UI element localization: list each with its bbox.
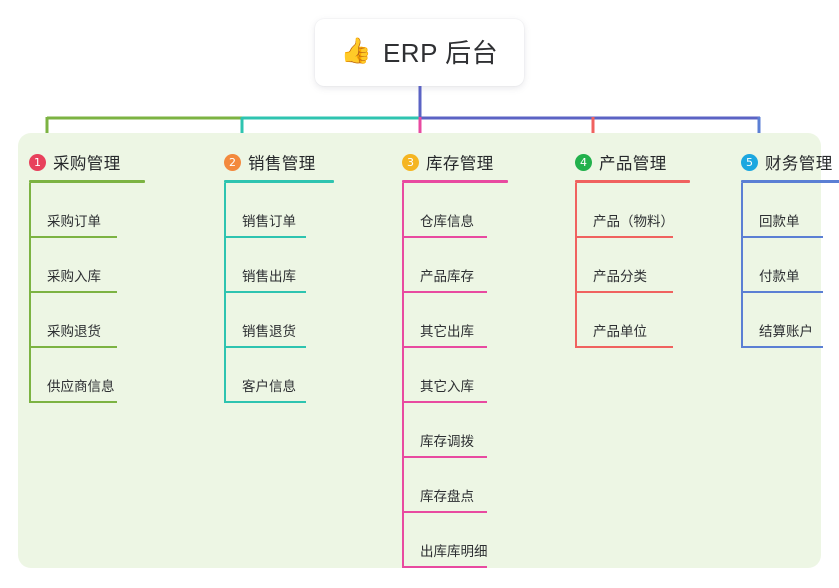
branch-item-rule xyxy=(402,566,487,568)
branch-item[interactable]: 结算账户 xyxy=(741,293,823,348)
branch-item-label: 销售退货 xyxy=(242,324,296,339)
branch-item[interactable]: 客户信息 xyxy=(224,348,306,403)
branch-column-4: 4 产品管理 产品（物料） 产品分类产品单位 xyxy=(575,150,690,348)
branch-header-3[interactable]: 3 库存管理 xyxy=(402,150,508,174)
branch-item-label: 客户信息 xyxy=(242,379,296,394)
branch-item-label: 付款单 xyxy=(759,269,800,284)
branch-header-4[interactable]: 4 产品管理 xyxy=(575,150,690,174)
branch-item-rule xyxy=(402,236,487,238)
branch-trunk-4 xyxy=(575,183,577,348)
branch-item-rule xyxy=(224,346,306,348)
branch-rule-2 xyxy=(224,180,334,183)
branch-title-2: 销售管理 xyxy=(248,155,316,173)
branch-item[interactable]: 产品库存 xyxy=(402,238,487,293)
branch-badge-1: 1 xyxy=(29,153,46,171)
branch-item-label: 出库库明细 xyxy=(420,544,488,559)
branch-item[interactable]: 出库库明细 xyxy=(402,513,488,568)
branch-item-label: 其它出库 xyxy=(420,324,474,339)
branch-column-3: 3 库存管理 仓库信息产品库存其它出库其它入库库存调拨库存盘点出库库明细 xyxy=(402,150,508,568)
branch-item-rule xyxy=(29,236,117,238)
branch-item[interactable]: 销售退货 xyxy=(224,293,306,348)
branch-item-rule xyxy=(402,291,487,293)
branch-item[interactable]: 供应商信息 xyxy=(29,348,117,403)
branch-item[interactable]: 产品（物料） xyxy=(575,183,674,238)
branch-title-5: 财务管理 xyxy=(765,155,833,173)
branch-rule-4 xyxy=(575,180,690,183)
root-title: ERP 后台 xyxy=(382,38,499,68)
branch-badge-5: 5 xyxy=(741,153,758,171)
branch-header-2[interactable]: 2 销售管理 xyxy=(224,150,334,174)
branch-title-4: 产品管理 xyxy=(599,155,667,173)
branch-item-rule xyxy=(29,291,117,293)
branch-badge-4: 4 xyxy=(575,153,592,171)
branch-item-rule xyxy=(741,236,823,238)
branch-item-label: 销售订单 xyxy=(242,214,296,229)
branch-item-label: 库存调拨 xyxy=(420,434,474,449)
branch-item-label: 产品分类 xyxy=(593,269,647,284)
branch-item[interactable]: 采购入库 xyxy=(29,238,117,293)
branch-item-rule xyxy=(741,346,823,348)
branch-item[interactable]: 其它出库 xyxy=(402,293,487,348)
branch-item[interactable]: 产品分类 xyxy=(575,238,673,293)
branch-item-rule xyxy=(402,346,487,348)
branch-item-rule xyxy=(575,346,673,348)
root-node-content: 👍 ERP 后台 xyxy=(341,33,498,70)
branch-trunk-3 xyxy=(402,183,404,568)
branch-item-rule xyxy=(575,236,673,238)
branch-column-1: 1 采购管理 采购订单采购入库采购退货供应商信息 xyxy=(29,150,145,403)
branch-item-label: 采购退货 xyxy=(47,324,101,339)
branch-item[interactable]: 回款单 xyxy=(741,183,823,238)
branch-item-rule xyxy=(402,511,487,513)
branch-item-label: 产品库存 xyxy=(420,269,474,284)
branch-item-label: 仓库信息 xyxy=(420,214,474,229)
branch-item-label: 库存盘点 xyxy=(420,489,474,504)
branch-column-5: 5 财务管理 回款单付款单结算账户 xyxy=(741,150,839,348)
branch-item-rule xyxy=(575,291,673,293)
branch-item[interactable]: 库存盘点 xyxy=(402,458,487,513)
branches-panel: 1 采购管理 采购订单采购入库采购退货供应商信息 2 销售管理 销售订单销售出库… xyxy=(18,133,839,568)
branch-item[interactable]: 产品单位 xyxy=(575,293,673,348)
root-node[interactable]: 👍 ERP 后台 xyxy=(315,19,524,86)
branch-item-label: 销售出库 xyxy=(242,269,296,284)
branch-item[interactable]: 采购退货 xyxy=(29,293,117,348)
branch-item-rule xyxy=(29,401,117,403)
branch-item-label: 回款单 xyxy=(759,214,800,229)
branch-header-1[interactable]: 1 采购管理 xyxy=(29,150,145,174)
branch-trunk-1 xyxy=(29,183,31,403)
thumbs-up-icon: 👍 xyxy=(340,37,372,65)
branch-item-label: 产品（物料） xyxy=(593,214,674,229)
branch-item[interactable]: 库存调拨 xyxy=(402,403,487,458)
branch-item-rule xyxy=(402,401,487,403)
branch-item-rule xyxy=(224,291,306,293)
branch-item[interactable]: 其它入库 xyxy=(402,348,487,403)
branch-item-label: 采购订单 xyxy=(47,214,101,229)
branch-item-rule xyxy=(29,346,117,348)
branch-item-rule xyxy=(741,291,823,293)
branch-item-rule xyxy=(224,401,306,403)
branch-title-3: 库存管理 xyxy=(426,155,494,173)
branch-item[interactable]: 仓库信息 xyxy=(402,183,487,238)
branch-rule-3 xyxy=(402,180,508,183)
branch-badge-3: 3 xyxy=(402,153,419,171)
branch-item[interactable]: 付款单 xyxy=(741,238,823,293)
branch-item[interactable]: 销售出库 xyxy=(224,238,306,293)
branch-header-5[interactable]: 5 财务管理 xyxy=(741,150,839,174)
branch-rule-5 xyxy=(741,180,839,183)
branch-item-label: 其它入库 xyxy=(420,379,474,394)
branch-item-label: 产品单位 xyxy=(593,324,647,339)
branch-title-1: 采购管理 xyxy=(53,155,121,173)
branch-item-rule xyxy=(402,456,487,458)
branch-item[interactable]: 采购订单 xyxy=(29,183,117,238)
branch-trunk-5 xyxy=(741,183,743,348)
branch-item-label: 结算账户 xyxy=(759,324,813,339)
branch-item-label: 供应商信息 xyxy=(47,379,115,394)
branch-item-rule xyxy=(224,236,306,238)
branch-rule-1 xyxy=(29,180,145,183)
branch-trunk-2 xyxy=(224,183,226,403)
branch-item[interactable]: 销售订单 xyxy=(224,183,306,238)
branch-item-label: 采购入库 xyxy=(47,269,101,284)
branch-column-2: 2 销售管理 销售订单销售出库销售退货客户信息 xyxy=(224,150,334,403)
branch-badge-2: 2 xyxy=(224,153,241,171)
